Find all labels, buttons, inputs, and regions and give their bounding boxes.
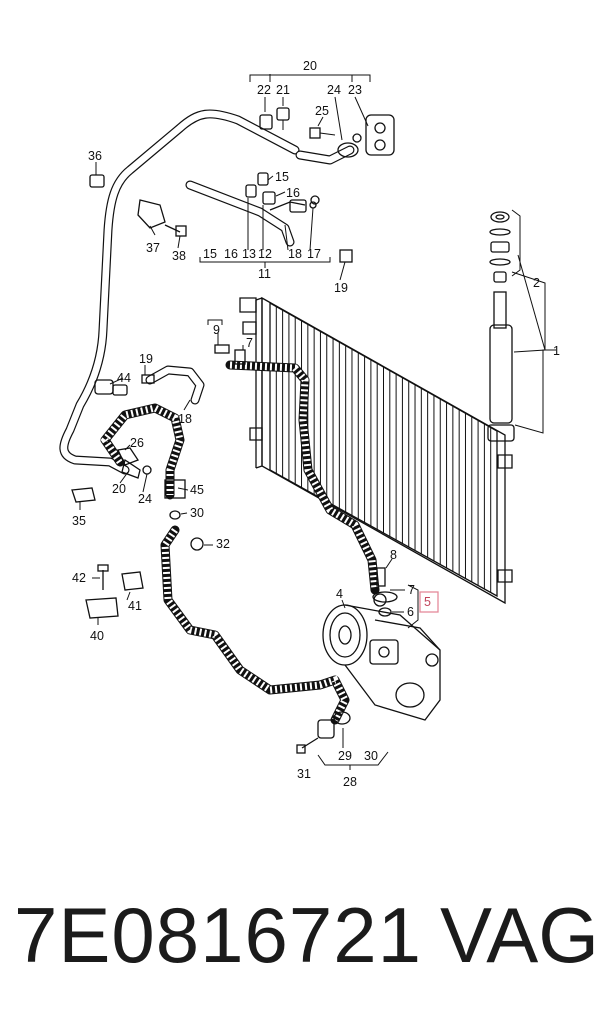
- callout-6: 6: [407, 605, 414, 619]
- callout-16: 16: [286, 186, 300, 200]
- callout-20-mid: 20: [112, 482, 126, 496]
- callout-19-mid: 19: [139, 352, 153, 366]
- callout-18: 18: [178, 412, 192, 426]
- callout-7: 7: [408, 583, 415, 597]
- callout-8: 8: [390, 548, 397, 562]
- brand-label: VAG: [440, 891, 599, 979]
- callout-16-group: 16: [224, 247, 238, 261]
- callout-9: 9: [213, 323, 220, 337]
- callout-15: 15: [275, 170, 289, 184]
- callout-35: 35: [72, 514, 86, 528]
- discharge-hose: [225, 360, 380, 595]
- callout-21: 21: [276, 83, 290, 97]
- callout-5: 5: [424, 595, 431, 609]
- receiver-drier: [487, 209, 556, 442]
- callout-22: 22: [257, 83, 271, 97]
- callout-20-top: 20: [303, 59, 317, 73]
- callout-45: 45: [190, 483, 204, 497]
- condenser: [239, 296, 513, 605]
- callout-1: 1: [553, 344, 560, 358]
- callout-2: 2: [533, 276, 540, 290]
- suction-hose: [160, 525, 350, 725]
- callout-36: 36: [88, 149, 102, 163]
- callout-31: 31: [297, 767, 311, 781]
- callout-15-group: 15: [203, 247, 217, 261]
- part-number: 7E0816721: [14, 891, 423, 979]
- callout-29: 29: [338, 749, 352, 763]
- small-parts: [71, 107, 395, 754]
- callout-19-top: 19: [334, 281, 348, 295]
- callout-labels: 20 22 21 24 23 25 36 15 16 37 38 15 16 1…: [72, 59, 560, 789]
- callout-12: 12: [258, 247, 272, 261]
- ac-pipe-line: [59, 109, 355, 500]
- callout-40: 40: [90, 629, 104, 643]
- callout-13: 13: [242, 247, 256, 261]
- highlight-box: [419, 591, 439, 613]
- callout-28: 28: [343, 775, 357, 789]
- parts-diagram: 20 22 21 24 23 25 36 15 16 37 38 15 16 1…: [59, 59, 560, 789]
- callout-26: 26: [130, 436, 144, 450]
- callout-37: 37: [146, 241, 160, 255]
- footer: 7E0816721 VAG: [0, 880, 600, 990]
- callout-18-group: 18: [288, 247, 302, 261]
- callout-7-top: 7: [246, 336, 253, 350]
- callout-38: 38: [172, 249, 186, 263]
- callout-23: 23: [348, 83, 362, 97]
- callout-4: 4: [336, 587, 343, 601]
- callout-44: 44: [117, 371, 131, 385]
- callout-30-low: 30: [364, 749, 378, 763]
- callout-30-mid: 30: [190, 506, 204, 520]
- ac-compressor: [322, 591, 441, 721]
- callout-24-mid: 24: [138, 492, 152, 506]
- callout-41: 41: [128, 599, 142, 613]
- callout-24-top: 24: [327, 83, 341, 97]
- callout-11: 11: [258, 267, 271, 281]
- callout-17: 17: [307, 247, 321, 261]
- leader-lines: [79, 74, 419, 770]
- callout-32: 32: [216, 537, 230, 551]
- callout-42: 42: [72, 571, 86, 585]
- callout-25: 25: [315, 104, 329, 118]
